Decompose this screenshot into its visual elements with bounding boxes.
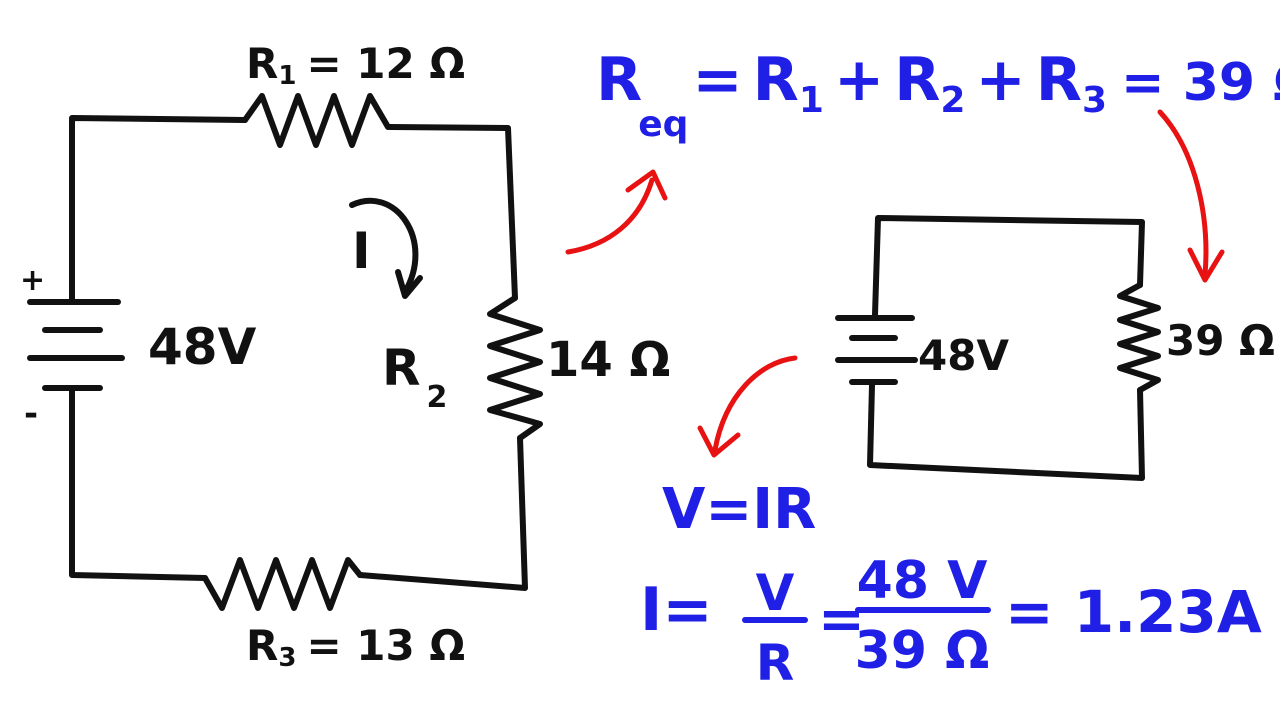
- red-arrow-to-ohms-law: [712, 355, 798, 453]
- equivalent-circuit-wire: [872, 215, 1145, 318]
- fraction-resistance-denominator: 39 Ω: [855, 621, 990, 681]
- r3-label: R3 = 13 Ω: [246, 621, 465, 673]
- current-lhs: I=: [640, 575, 713, 645]
- fraction-v-numerator: V: [756, 564, 795, 622]
- req-result: = 39 Ω: [1121, 53, 1280, 113]
- left-circuit-wire: [69, 115, 248, 303]
- r1-label: R1 = 12 Ω: [246, 39, 465, 91]
- r3-name: R: [246, 621, 278, 670]
- equivalent-circuit-wire: [867, 382, 1145, 481]
- r2-term: R: [894, 45, 940, 115]
- ohms-law-equation: V=IR: [662, 477, 816, 542]
- equations: Req=R1+R2+R3= 39 Ω V=IR I= V R = 48 V 39…: [596, 45, 1280, 692]
- req-symbol: R: [596, 45, 642, 115]
- r1-subscript: 1: [278, 61, 296, 91]
- red-arrow-to-equation: [565, 177, 655, 255]
- r1-term-subscript: 1: [799, 80, 824, 121]
- equivalent-resistor-value: 39 Ω: [1166, 316, 1275, 365]
- battery-plus-label: +: [20, 263, 45, 298]
- left-circuit: + - 48V I R1= 12 Ω R2 14 Ω R3= 13 Ω: [20, 39, 670, 673]
- equivalent-resistor: [1117, 282, 1161, 393]
- current-direction-arrow: [349, 197, 419, 295]
- r2-subscript: 2: [427, 380, 448, 415]
- r2-term-subscript: 2: [940, 80, 965, 121]
- current-symbol: I: [352, 222, 371, 280]
- battery-minus-label: -: [24, 394, 38, 434]
- red-arrowhead: [1187, 247, 1225, 283]
- left-circuit-wire: [69, 387, 208, 581]
- r2-label: R2: [382, 339, 447, 415]
- red-arrow-to-equivalent: [1157, 109, 1209, 278]
- red-arrows: [565, 109, 1225, 458]
- resistor-r2: [487, 295, 543, 441]
- red-arrowhead: [625, 169, 668, 201]
- req-equals: =: [692, 45, 742, 115]
- r3-term-subscript: 3: [1082, 80, 1107, 121]
- current-direction-arrowhead: [395, 269, 423, 299]
- r1-term: R: [753, 45, 799, 115]
- r3-value: = 13 Ω: [306, 621, 465, 670]
- left-circuit-wire: [387, 124, 518, 301]
- red-arrowhead: [697, 425, 741, 458]
- battery-voltage-label: 48V: [148, 318, 257, 376]
- equals-sign: =: [818, 587, 865, 652]
- r3-subscript: 3: [278, 643, 296, 673]
- equivalent-circuit: 48V 39 Ω: [835, 215, 1275, 481]
- resistor-r3: [202, 557, 363, 611]
- plus-sign: +: [834, 45, 884, 115]
- plus-sign: +: [975, 45, 1025, 115]
- r2-name: R: [382, 339, 421, 397]
- req-subscript: eq: [638, 104, 688, 145]
- fraction-voltage-numerator: 48 V: [857, 551, 988, 611]
- equivalent-battery-voltage: 48V: [918, 331, 1009, 380]
- equivalent-resistance-equation: Req=R1+R2+R3= 39 Ω: [596, 45, 1280, 145]
- r3-term: R: [1036, 45, 1082, 115]
- resistor-r1: [242, 93, 391, 148]
- r1-value: = 12 Ω: [306, 39, 465, 88]
- current-result: = 1.23A: [1005, 578, 1262, 646]
- r2-value: 14 Ω: [546, 332, 670, 388]
- fraction-r-denominator: R: [756, 634, 795, 692]
- r1-name: R: [246, 39, 278, 88]
- left-circuit-wire: [357, 435, 528, 591]
